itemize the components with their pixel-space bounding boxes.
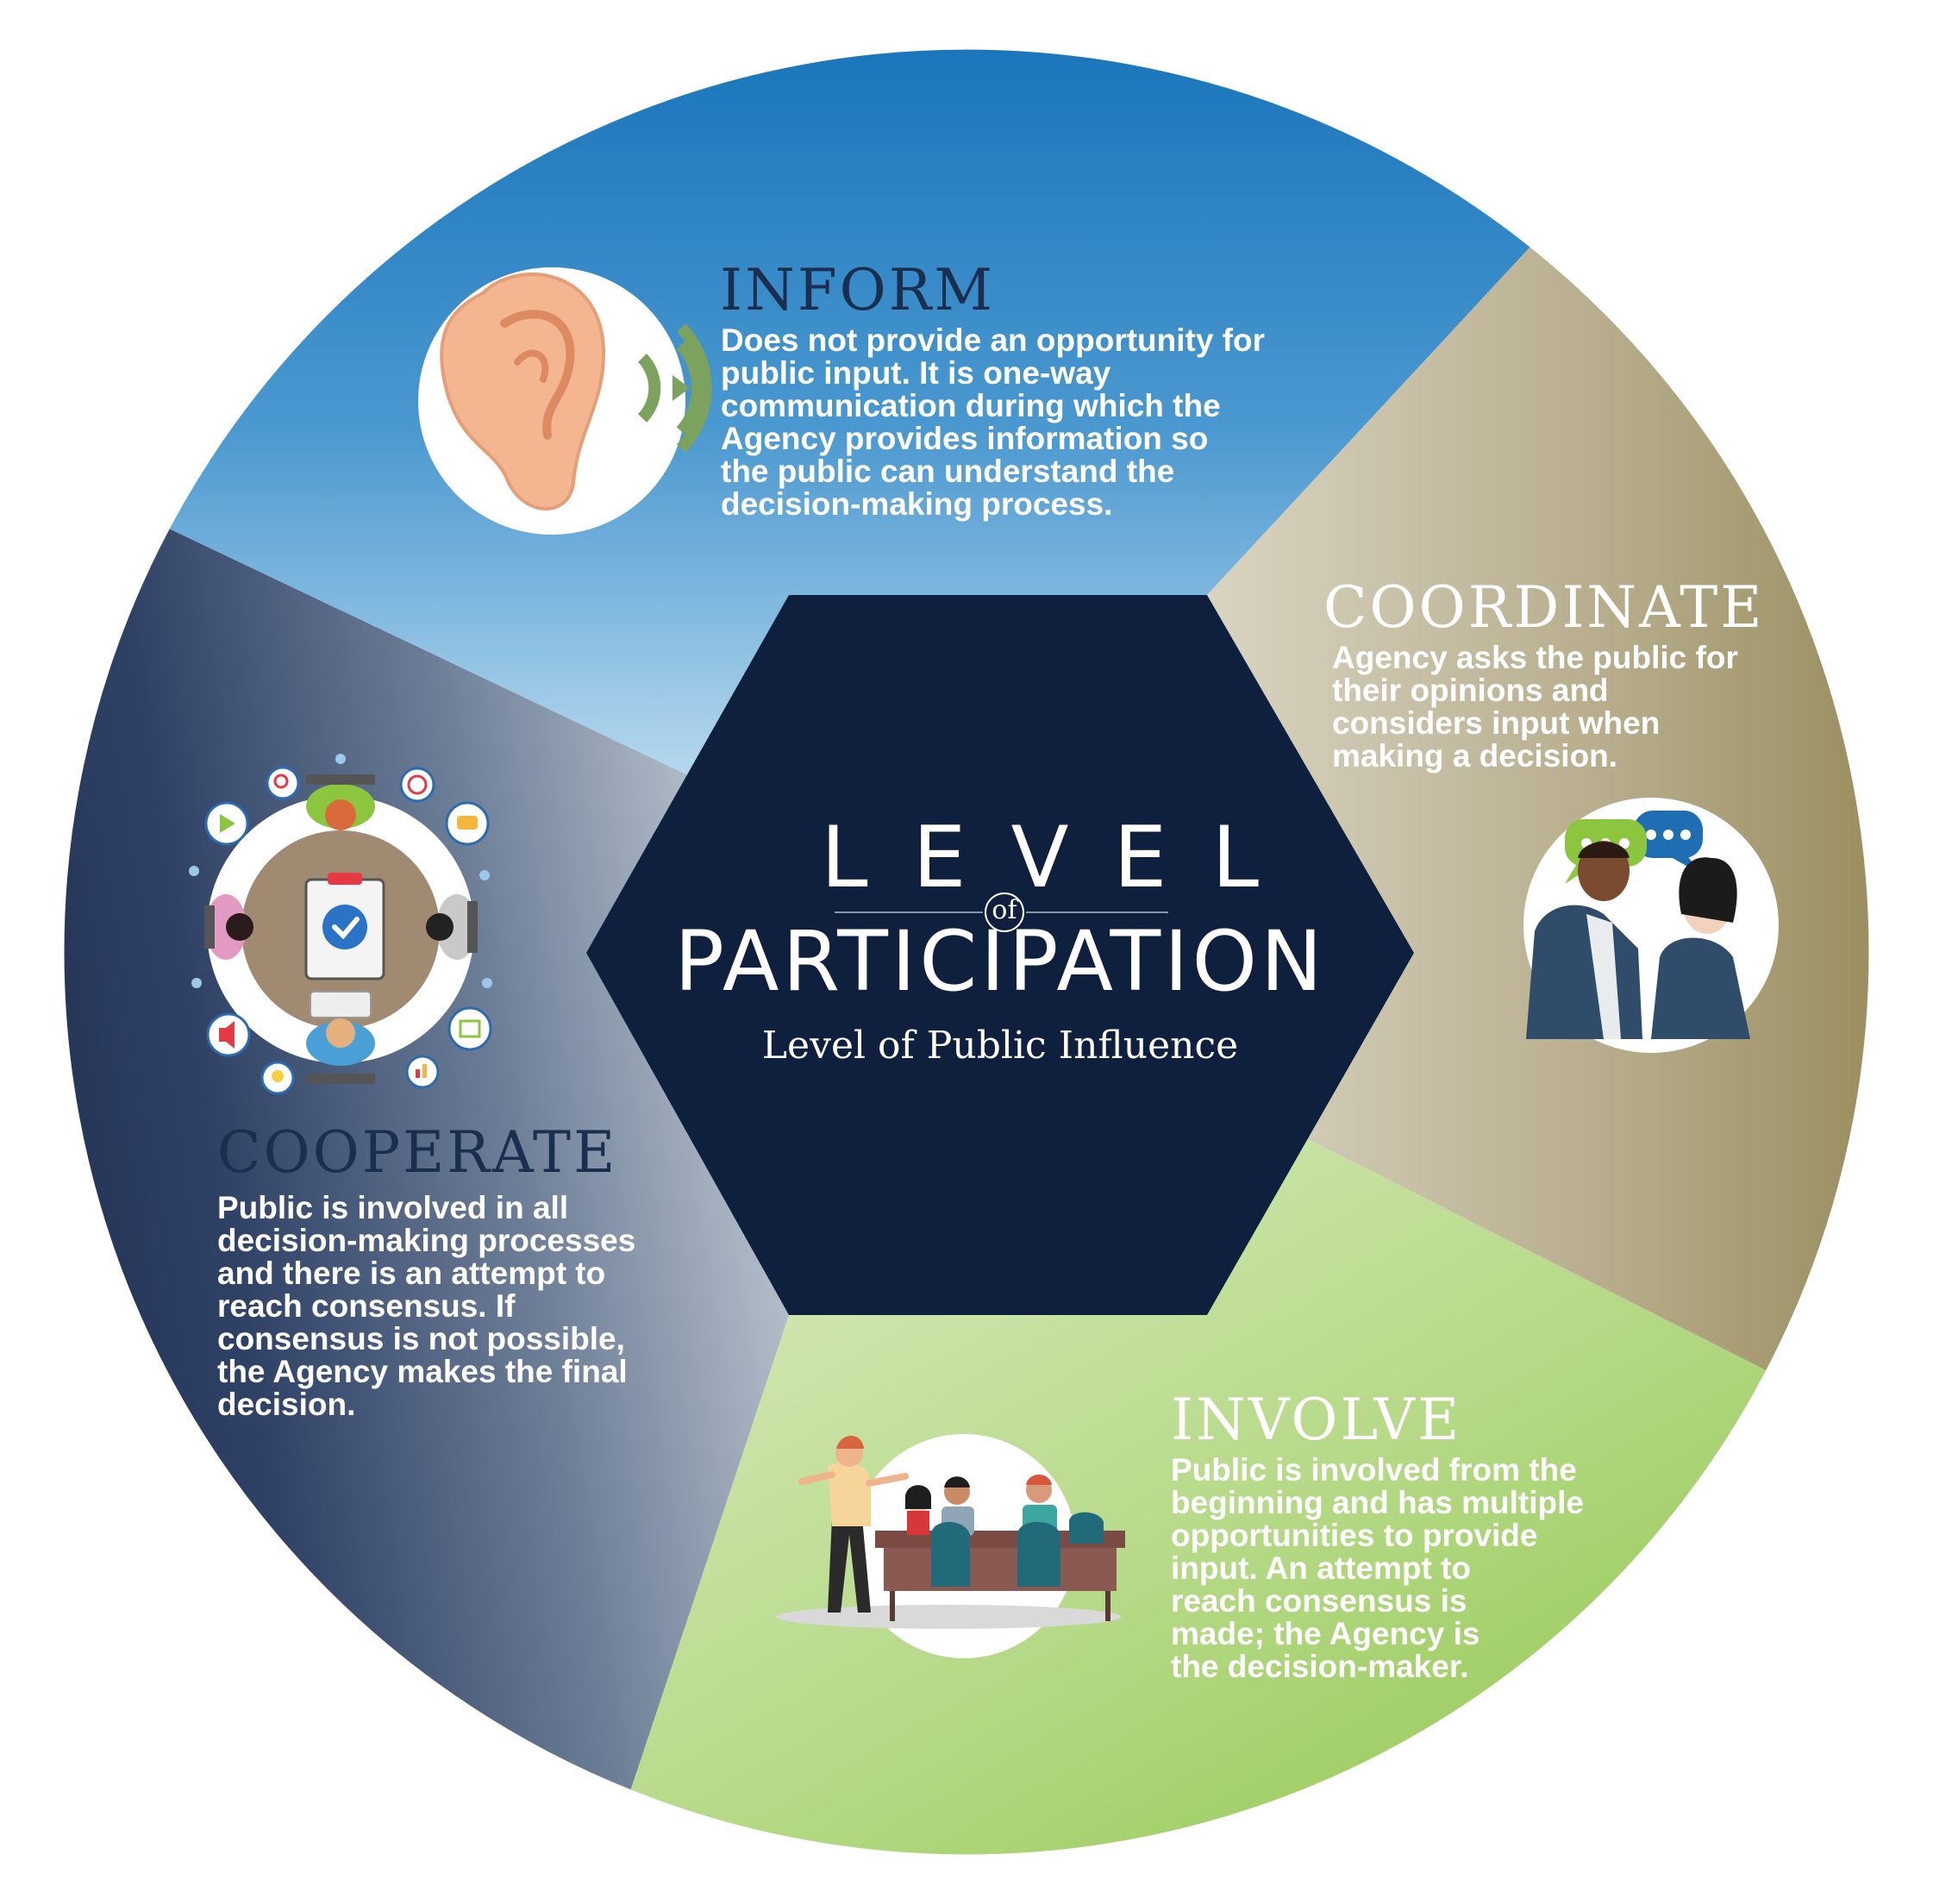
cooperate-description: Public is involved in all decision-makin… [217,1190,636,1422]
inform-description: Does not provide an opportunity for publ… [721,323,1266,522]
conversation-icon [1523,798,1779,1053]
of-badge [985,892,1024,932]
involve-title: INVOLVE [1171,1387,1462,1453]
center-title-connector: of [992,895,1017,925]
ear-icon [418,267,712,535]
center-subtitle: Level of Public Influence [761,1024,1239,1068]
coordinate-title: COORDINATE [1323,574,1765,641]
coordinate-description: Agency asks the public for their opinion… [1332,640,1738,774]
meeting-presentation-icon [776,1434,1125,1658]
involve-description: Public is involved from the beginning an… [1171,1452,1584,1684]
center-title-top: LEVEL [821,809,1304,907]
cooperate-title: COOPERATE [217,1119,618,1186]
outer-ring [61,47,1872,1857]
inform-title: INFORM [720,257,995,323]
center-hexagon [586,595,1414,1315]
center-title-main: PARTICIPATION [674,913,1326,1010]
round-table-icon [189,754,492,1095]
